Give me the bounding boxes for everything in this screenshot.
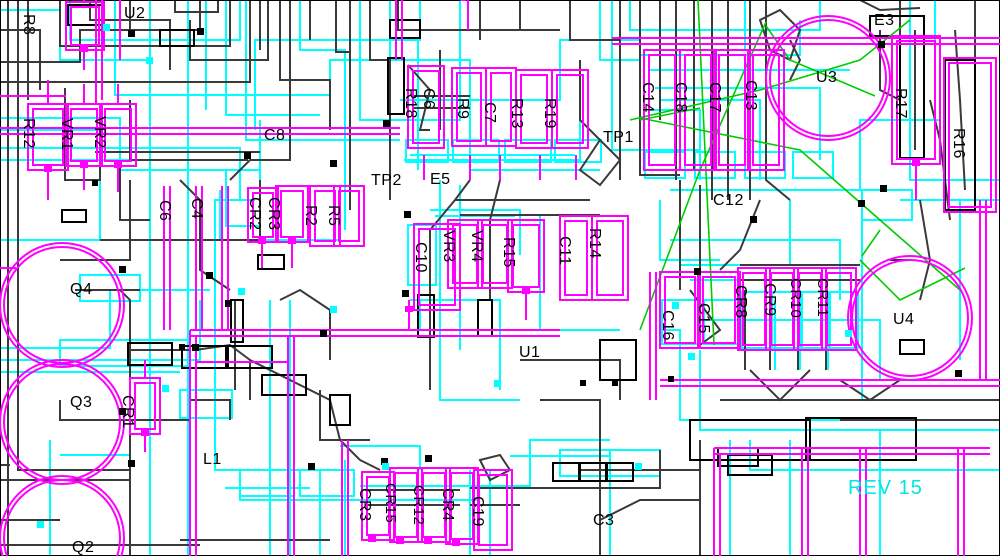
layer-pads-black [92,28,962,470]
layer-pads-cyan [37,24,852,528]
layer-silkscreen-pads [44,46,920,546]
